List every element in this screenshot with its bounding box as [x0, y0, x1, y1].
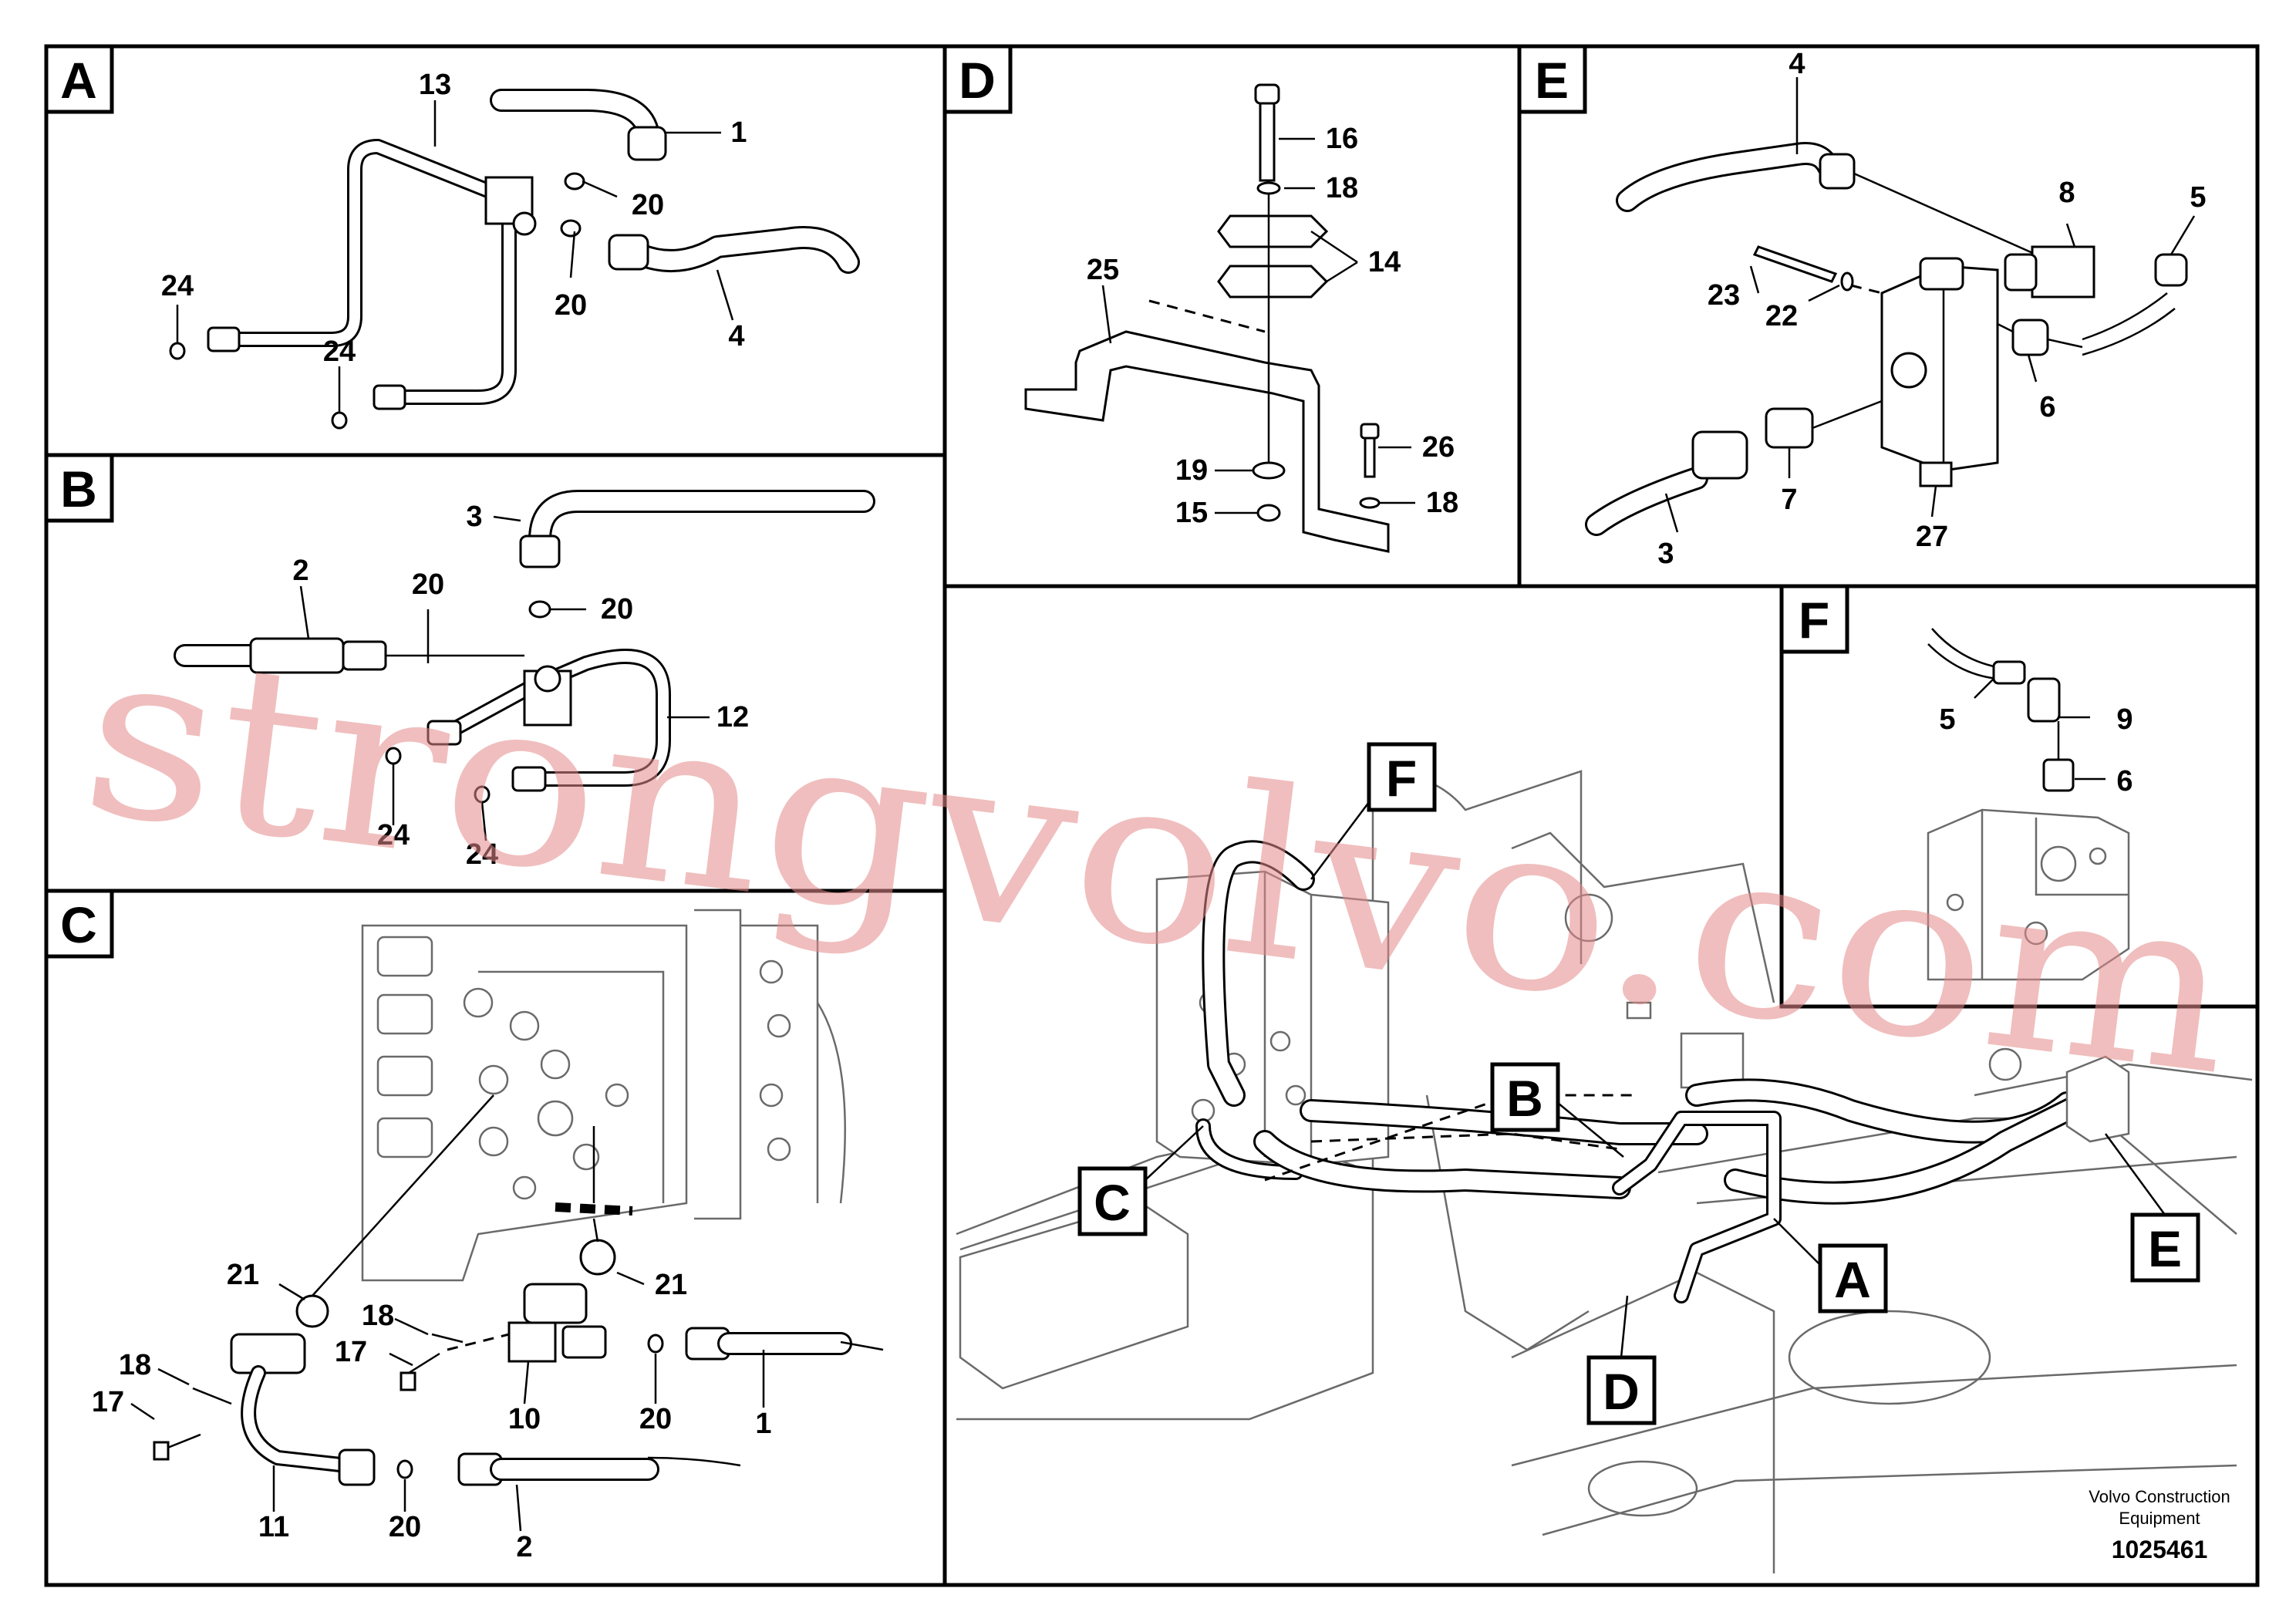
callout-e-3: 3	[1657, 538, 1674, 570]
callout-e-22: 22	[1765, 300, 1798, 332]
panel-a: A 13 1 20 20 24 24	[44, 44, 947, 457]
callout-a-20: 20	[632, 189, 664, 221]
callout-d-19: 19	[1175, 454, 1208, 487]
callout-a-1: 1	[730, 116, 747, 149]
callout-e-5: 5	[2190, 181, 2206, 214]
overview-tag-d: D	[1586, 1295, 1657, 1425]
callout-c-21: 21	[227, 1259, 259, 1291]
drawing-number: 1025461	[2112, 1536, 2208, 1563]
callout-c-17b: 17	[92, 1386, 124, 1418]
callout-e-23: 23	[1708, 279, 1740, 312]
callout-d-18b: 18	[1426, 487, 1458, 519]
company-name-line2: Equipment	[2119, 1509, 2200, 1528]
callout-c-20b: 20	[389, 1511, 421, 1543]
company-name-line1: Volvo Construction	[2089, 1487, 2230, 1506]
callout-d-26: 26	[1422, 431, 1455, 464]
callout-d-25: 25	[1087, 254, 1119, 286]
panel-d: D 16 18 14 25 19 15 26 18	[942, 44, 1522, 588]
callout-c-1: 1	[755, 1408, 771, 1440]
panel-c: C	[44, 889, 947, 1587]
panel-f-label: F	[1799, 592, 1829, 649]
svg-text:D: D	[1603, 1363, 1640, 1420]
callout-a-24b: 24	[323, 336, 356, 368]
callout-a-20b: 20	[555, 289, 587, 322]
svg-text:C: C	[1094, 1174, 1131, 1231]
overview-tag-e: E	[2104, 1133, 2200, 1283]
panel-e: E	[1517, 44, 2260, 588]
callout-d-15: 15	[1175, 497, 1208, 529]
callout-b-20b: 20	[601, 593, 633, 626]
panel-d-label: D	[959, 52, 996, 109]
callout-b-20: 20	[412, 568, 444, 601]
callout-e-27: 27	[1916, 521, 1948, 553]
callout-c-18: 18	[362, 1300, 394, 1332]
callout-a-13: 13	[419, 69, 451, 101]
callout-c-11: 11	[258, 1511, 289, 1543]
overview-tag-c: C	[1077, 1125, 1204, 1236]
callout-d-16: 16	[1326, 123, 1358, 155]
svg-text:E: E	[2148, 1220, 2182, 1277]
callout-d-14: 14	[1368, 246, 1401, 278]
callout-c-20: 20	[639, 1403, 672, 1435]
overview-tag-a: A	[1773, 1218, 1888, 1313]
callout-b-3: 3	[466, 501, 482, 533]
callout-f-9: 9	[2116, 703, 2132, 736]
callout-f-6: 6	[2116, 765, 2132, 798]
panel-b-label: B	[60, 460, 97, 518]
panel-c-label: C	[60, 896, 97, 953]
callout-e-6: 6	[2039, 391, 2055, 423]
callout-b-12: 12	[716, 701, 749, 733]
callout-e-7: 7	[1781, 484, 1797, 516]
panel-e-label: E	[1535, 52, 1569, 109]
callout-c-2: 2	[516, 1531, 532, 1563]
callout-c-10: 10	[508, 1403, 541, 1435]
svg-text:F: F	[1386, 750, 1417, 807]
callout-b-2: 2	[292, 555, 308, 587]
callout-f-5: 5	[1939, 703, 1955, 736]
callout-d-18: 18	[1326, 172, 1358, 204]
callout-b-24: 24	[377, 819, 410, 851]
panel-a-label: A	[60, 52, 97, 109]
callout-a-4: 4	[728, 320, 744, 352]
panel-b: B 3 2 20 20 12 24 24	[44, 453, 947, 893]
callout-b-24b: 24	[466, 838, 498, 871]
overview-tag-b: B	[1490, 1062, 1624, 1158]
callout-c-18b: 18	[119, 1349, 151, 1381]
svg-text:A: A	[1834, 1251, 1871, 1308]
callout-c-21b: 21	[655, 1269, 687, 1301]
svg-text:B: B	[1506, 1070, 1543, 1127]
callout-c-17: 17	[335, 1336, 367, 1368]
overview-tag-f: F	[1310, 742, 1437, 880]
panel-f: F 5 9 6	[1779, 584, 2260, 1009]
callout-e-4: 4	[1789, 48, 1805, 80]
callout-a-24: 24	[161, 270, 194, 302]
callout-e-8: 8	[2058, 177, 2075, 209]
